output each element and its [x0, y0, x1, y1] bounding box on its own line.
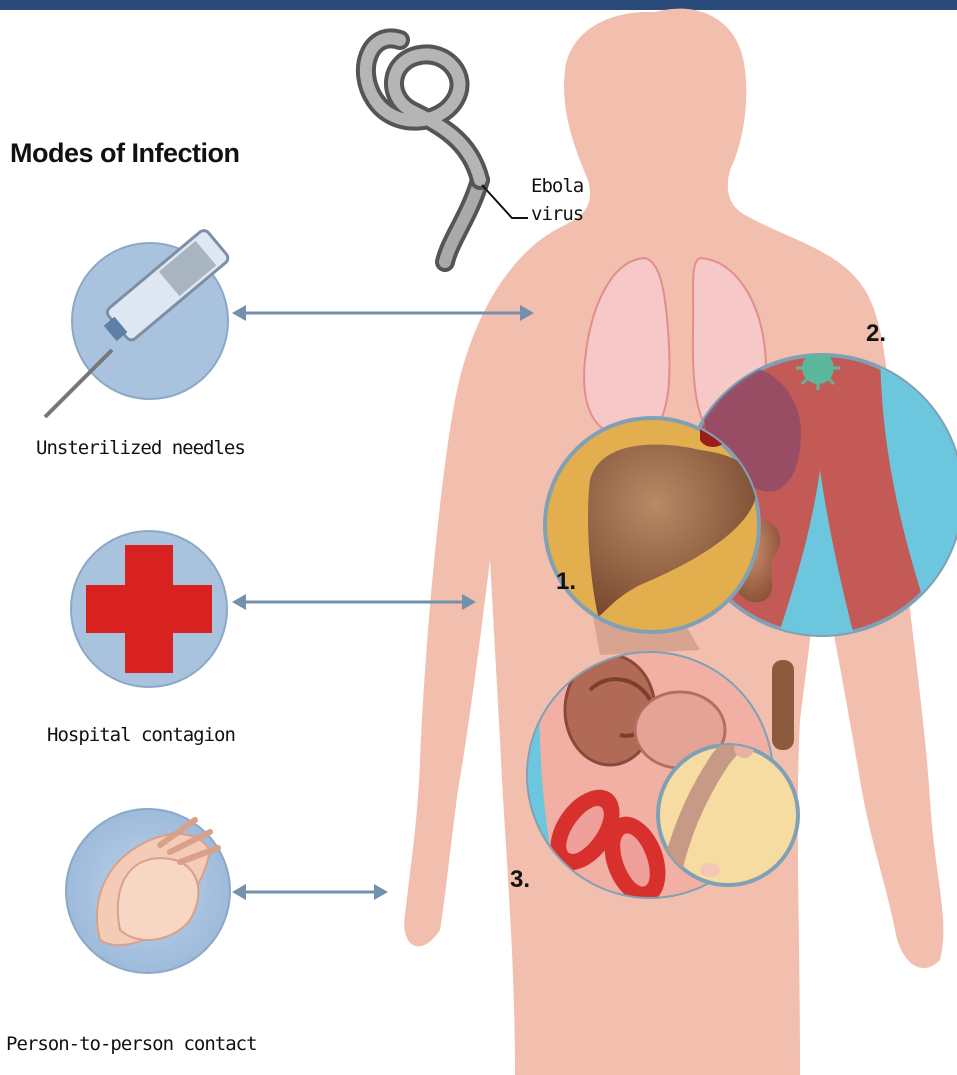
callout-number-1: 1.: [556, 568, 576, 596]
virus-label-line2: virus: [531, 200, 583, 228]
mode-needles: [45, 228, 230, 417]
callout-number-3: 3.: [510, 866, 530, 894]
mode-label-needles: Unsterilized needles: [36, 437, 245, 459]
virus-label-line1: Ebola: [531, 172, 583, 200]
mode-contact: [66, 809, 230, 973]
virus-label: Ebola virus: [531, 172, 583, 228]
mode-label-contact: Person-to-person contact: [6, 1033, 257, 1055]
ebola-virus-illustration: [366, 38, 528, 262]
mode-label-hospital: Hospital contagion: [47, 724, 235, 746]
callout-number-2: 2.: [866, 320, 886, 348]
arrow-contact: [232, 884, 388, 900]
diagram-title: Modes of Infection: [10, 138, 240, 169]
mode-hospital: [71, 531, 227, 687]
